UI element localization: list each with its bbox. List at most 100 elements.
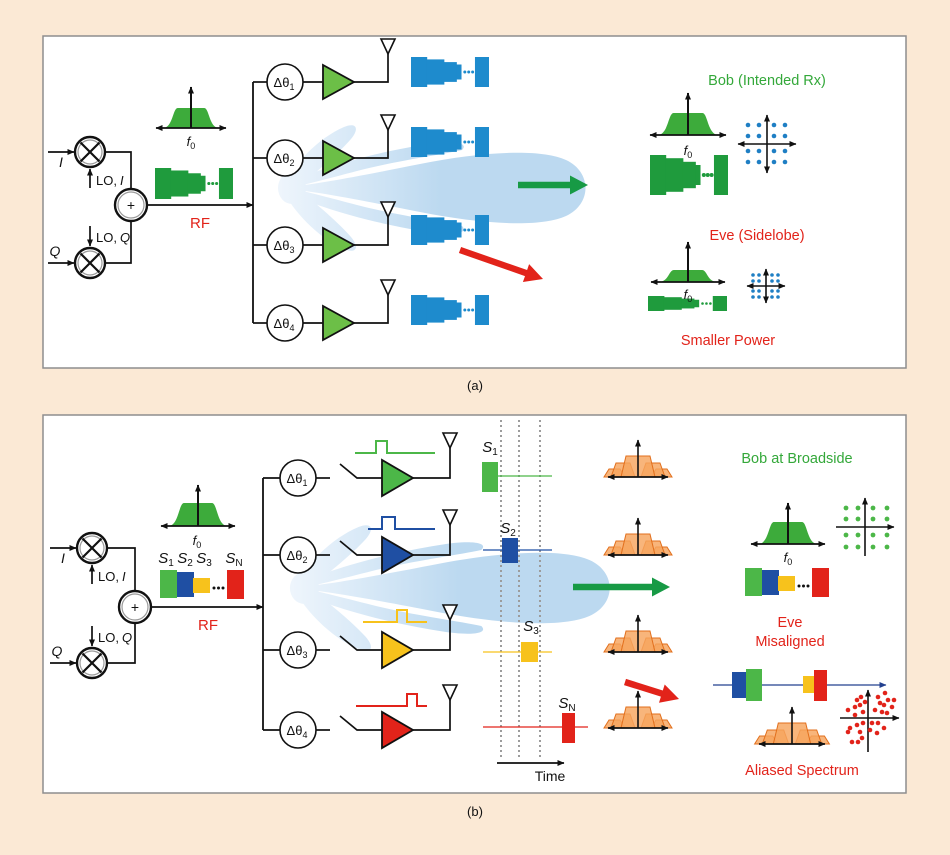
antenna-icon (379, 38, 397, 56)
phase-shifter-label-base: Δθ (274, 151, 290, 166)
power-amplifier (322, 226, 356, 264)
beam-pattern (289, 525, 610, 651)
bob-title: Bob (Intended Rx) (708, 73, 826, 89)
power-amplifier (381, 630, 415, 670)
amp-to-antenna-wire (413, 448, 451, 479)
eve-aliased-note: Aliased Spectrum (745, 763, 859, 779)
eve-received-symbol-block (803, 676, 817, 693)
tx-spectrum-f0-label: f0 (193, 533, 202, 550)
constellation-point (867, 727, 873, 733)
waveform-segment (443, 300, 457, 320)
adder-plus-symbol: + (131, 599, 139, 615)
constellation-point (756, 122, 762, 128)
constellation-point (771, 133, 777, 139)
mixer-cross-line (81, 537, 103, 559)
ellipsis-dot (221, 586, 225, 590)
constellation-point (881, 702, 887, 708)
constellation-point (854, 722, 860, 728)
waveform-segment (443, 132, 457, 152)
rf-switch (339, 540, 382, 556)
misaligned-direction-arrow (624, 678, 679, 703)
constellation-point (756, 133, 762, 139)
waveform-segment (187, 173, 201, 194)
array-channel-3: Δθ3 (253, 201, 489, 264)
main-beam-direction-arrow (518, 175, 588, 195)
eve-f0-label-subscript: 0 (687, 294, 692, 304)
constellation-point (770, 273, 774, 277)
ellipsis-dot (215, 181, 219, 186)
eve-aliased-spectrum (753, 706, 831, 747)
waveform-segment (426, 217, 445, 243)
radiated-waveform (411, 57, 489, 87)
ellipsis-dot (467, 140, 471, 144)
waveform-segment (456, 64, 462, 80)
constellation-point (857, 729, 863, 735)
slot-symbol-block (502, 538, 518, 563)
waveform-segment (411, 57, 428, 87)
radiated-waveform (411, 127, 489, 157)
constellation-point (879, 709, 885, 715)
element-spectrum-2 (603, 517, 673, 558)
eve-received-symbol-block (814, 670, 827, 701)
lo-prefix: LO, (98, 630, 119, 645)
bob-receiver: Bob (Intended Rx)f0 (649, 73, 826, 195)
panel-a-caption: (a) (467, 378, 483, 393)
constellation-point (770, 279, 774, 283)
tx-symbol-sequence (160, 570, 244, 599)
constellation-point (745, 122, 751, 128)
phase-shifter-label-subscript: 2 (289, 158, 294, 168)
slot-symbol-label-base: S (500, 520, 510, 537)
constellation-point (845, 729, 851, 735)
q-mixer (75, 646, 109, 680)
phase-shifter-label: Δθ3 (274, 238, 295, 255)
constellation-point (875, 720, 881, 726)
constellation-point (776, 279, 780, 283)
power-amplifier (322, 63, 356, 101)
iq-adder: + (117, 589, 153, 625)
q-input-label: Q (52, 643, 63, 659)
q-branch-wire (107, 623, 136, 664)
switch-control-pulse (355, 440, 435, 454)
constellation-point (782, 133, 788, 139)
adder-plus-symbol: + (127, 197, 135, 213)
time-slot-2: S2 (483, 520, 552, 563)
waveform-segment (474, 57, 489, 87)
lower-side-lobe (283, 186, 356, 251)
slot-symbol-label-base: S (482, 439, 492, 456)
phase-shifter-label-subscript: 3 (289, 245, 294, 255)
iq-adder: + (113, 187, 149, 223)
ellipsis-dot (709, 302, 712, 305)
lower-side-lobe (296, 588, 484, 634)
phase-shifter-label-base: Δθ (274, 238, 290, 253)
lo-q-label: LO,Q (98, 630, 132, 645)
symbol-label-base: S (225, 550, 235, 567)
power-amplifier (322, 139, 356, 177)
waveform-segment (443, 62, 457, 82)
constellation-point (872, 707, 878, 713)
ellipsis-dot (212, 586, 216, 590)
waveform-segment (474, 215, 489, 245)
symbol-label: S3 (196, 550, 212, 569)
time-slot-1: S1 (482, 439, 552, 492)
constellation-point (756, 148, 762, 154)
bob-f0-label-base: f (684, 143, 689, 158)
adder-inner-ring (121, 593, 149, 621)
power-amplifier (381, 535, 415, 575)
bob-spectrum (750, 502, 826, 547)
constellation-point (745, 159, 751, 165)
eve-power-note: Smaller Power (681, 333, 775, 349)
constellation-point (884, 505, 890, 511)
phase-shifter-label: Δθ4 (274, 316, 295, 333)
lower-side-lobe (295, 586, 371, 651)
beam-origin (289, 572, 320, 604)
slot-symbol-label-subscript: N (568, 703, 575, 714)
i-mixer (75, 531, 109, 565)
array-channel-2: Δθ2 (253, 114, 489, 177)
constellation-point (745, 148, 751, 154)
i-branch-wire (105, 151, 132, 189)
constellation-point (770, 289, 774, 293)
